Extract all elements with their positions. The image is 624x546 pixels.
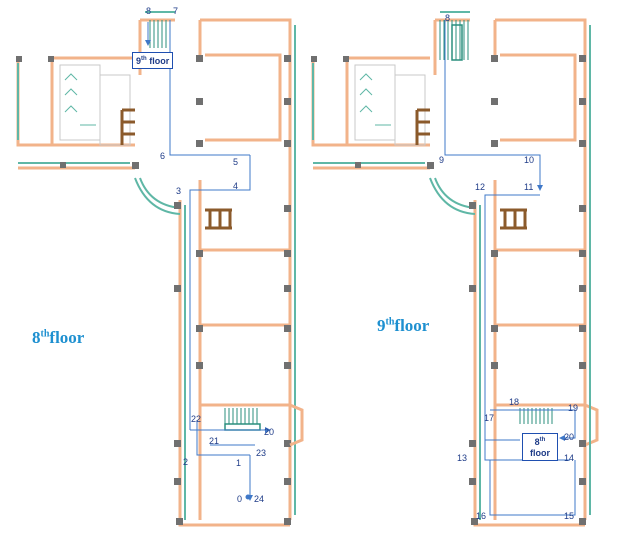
floor-number: 9 <box>377 316 386 335</box>
waypoint-label: 13 <box>457 453 468 463</box>
waypoint-label: 12 <box>475 182 486 192</box>
waypoint-label: 3 <box>176 186 182 196</box>
plan-9th-floor <box>311 11 599 527</box>
stair-tag-9th-floor: 9th floor <box>132 52 174 69</box>
waypoint-label: 4 <box>233 181 239 191</box>
waypoint-label: 14 <box>564 453 575 463</box>
waypoint-label: 5 <box>233 157 239 167</box>
floor-word: floor <box>49 328 85 347</box>
waypoint-label: 8 <box>146 6 152 16</box>
waypoint-label: 16 <box>476 511 487 521</box>
waypoint-label: 2 <box>183 457 189 467</box>
floor-word: floor <box>394 316 430 335</box>
waypoint-label: 17 <box>484 413 495 423</box>
floor-suffix: th <box>40 328 50 340</box>
waypoint-label: 15 <box>564 511 575 521</box>
waypoint-label: 23 <box>256 448 267 458</box>
tag-word: floor <box>530 448 550 458</box>
waypoint-label: 10 <box>524 155 535 165</box>
waypoint-label: 20 <box>264 427 275 437</box>
tag-number: 8 <box>534 437 540 447</box>
waypoint-label: 24 <box>254 494 265 504</box>
waypoint-label: 18 <box>509 397 520 407</box>
waypoint-label: 8 <box>445 13 451 23</box>
floor-label-8th: 8thfloor <box>32 328 84 348</box>
tag-suffix: th <box>141 56 147 62</box>
tag-suffix: th <box>539 437 546 443</box>
waypoint-label: 21 <box>209 436 220 446</box>
waypoint-label: 20 <box>564 432 575 442</box>
waypoint-label: 9 <box>439 155 445 165</box>
waypoint-label: 6 <box>160 151 166 161</box>
tag-number: 9 <box>136 56 142 66</box>
waypoint-label: 22 <box>191 414 202 424</box>
floor-label-9th: 9thfloor <box>377 316 429 336</box>
floor-suffix: th <box>385 316 395 328</box>
waypoint-label: 19 <box>568 403 579 413</box>
tag-word: floor <box>149 56 170 66</box>
waypoint-label: 11 <box>524 182 534 192</box>
waypoint-label: 0 <box>237 494 243 504</box>
waypoint-label: 7 <box>173 6 179 16</box>
waypoint-label: 1 <box>236 458 242 468</box>
stair-tag-8th-floor: 8th floor <box>522 433 558 461</box>
floor-number: 8 <box>32 328 41 347</box>
